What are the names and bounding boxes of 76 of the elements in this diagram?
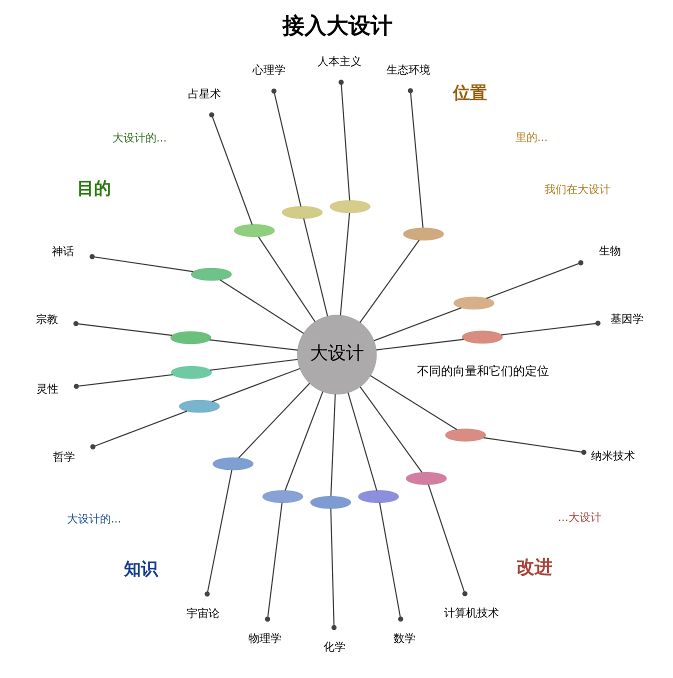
connector [483, 437, 586, 455]
node-text: 人本主义 [317, 55, 362, 68]
label: 改进 [516, 557, 552, 578]
connector [347, 392, 377, 491]
connector [486, 260, 583, 299]
connector [209, 358, 298, 371]
node-lens [358, 490, 398, 504]
node-text: 物理学 [248, 632, 282, 645]
node-text: 宗教 [35, 312, 58, 326]
node-lens [190, 268, 232, 281]
node-text: 生态环境 [386, 63, 430, 76]
connector [209, 339, 298, 351]
connector [373, 307, 461, 342]
label: ...大设计 [557, 510, 601, 524]
connector [339, 212, 350, 316]
label: 大设计的... [66, 512, 121, 526]
connector [270, 88, 301, 207]
connector [219, 279, 304, 334]
connector [90, 410, 187, 450]
label: 位置 [452, 82, 486, 103]
connector [264, 502, 282, 622]
connector [257, 236, 316, 322]
connector [370, 375, 457, 430]
node-lens [233, 224, 274, 238]
label: 目的 [76, 178, 110, 198]
node-lens [170, 366, 212, 379]
connector [72, 320, 172, 336]
node-text: 生物 [598, 244, 620, 258]
connector [338, 80, 350, 200]
node-lens [178, 400, 220, 413]
node-lens [444, 428, 486, 442]
connector [73, 374, 172, 389]
node-lens [281, 206, 322, 219]
node-text: 数学 [392, 632, 415, 645]
label: 不同的向量和它们的定位 [416, 364, 548, 378]
connector [238, 382, 310, 458]
node-lens [262, 490, 303, 504]
connector [330, 394, 336, 496]
node-lens [405, 472, 446, 485]
node-lens [461, 330, 502, 344]
diagram-title: 接入大设计 [282, 14, 392, 39]
connector [376, 338, 464, 350]
node-lens [329, 200, 370, 214]
connector [330, 508, 336, 630]
connector [359, 386, 422, 473]
node-lens [310, 496, 351, 509]
node-lens [402, 228, 444, 241]
connector [302, 218, 328, 316]
node-text: 心理学 [252, 64, 286, 77]
node-text: 纳米技术 [590, 449, 634, 462]
node-lens [170, 331, 211, 344]
label: 我们在大设计 [544, 182, 610, 196]
node-text: 计算机技术 [444, 606, 499, 620]
node-text: 灵性 [36, 382, 58, 396]
node-lens [212, 457, 253, 470]
connector [211, 368, 300, 402]
node-text: 宇宙论 [186, 606, 220, 620]
node-text: 占星术 [187, 88, 220, 101]
connector [378, 502, 403, 622]
connector [427, 484, 467, 596]
node-circle: 大设计 [296, 314, 376, 394]
connector [358, 240, 420, 323]
node-text: 神话 [52, 245, 74, 258]
label: 大设计的... [112, 132, 166, 145]
label: 里的... [514, 130, 548, 144]
connector [284, 391, 323, 491]
node-text: 基因学 [610, 312, 644, 326]
label: 知识 [124, 558, 158, 578]
connector [407, 88, 424, 228]
connector [89, 254, 193, 272]
connector [204, 470, 232, 597]
node-text: 化学 [323, 640, 346, 654]
connector [208, 112, 252, 225]
node-text: 哲学 [52, 450, 74, 464]
connector [500, 320, 600, 336]
node-lens [453, 296, 494, 310]
